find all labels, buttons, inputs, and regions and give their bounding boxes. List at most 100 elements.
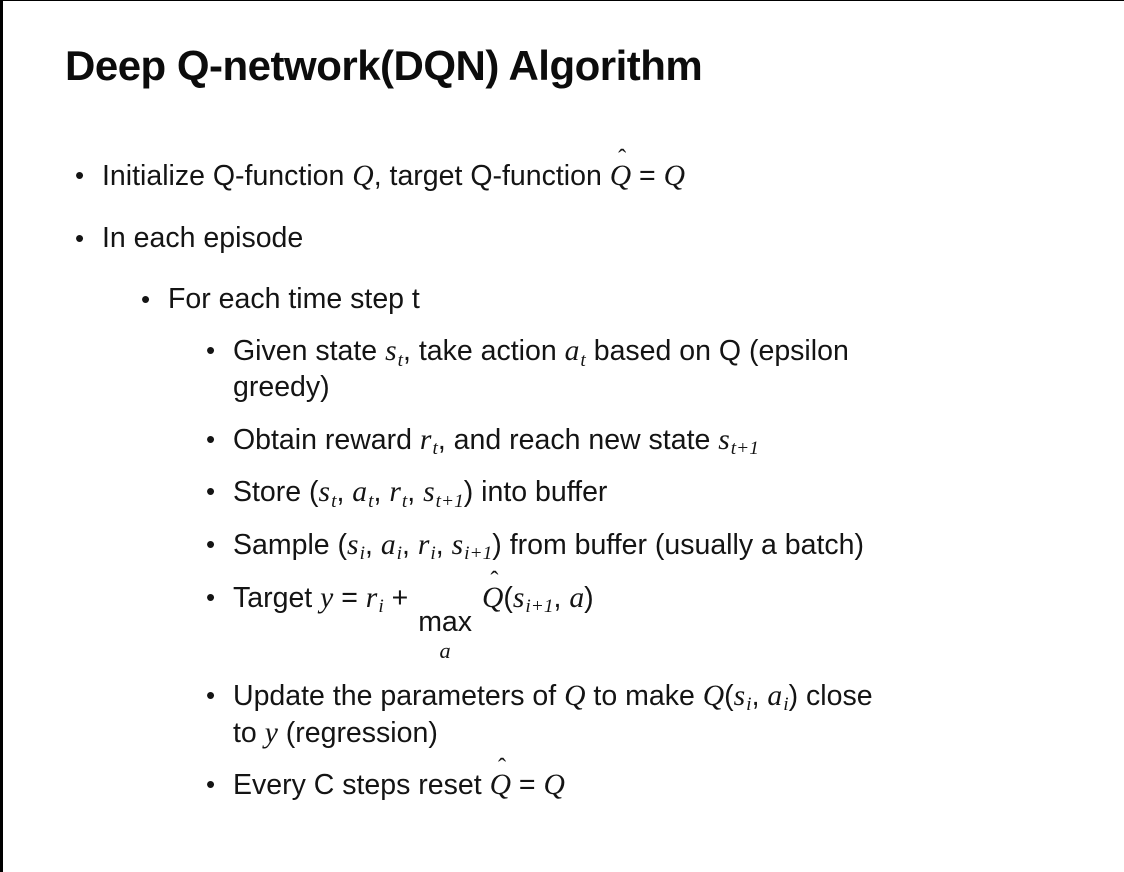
- math-symbol: Q: [481, 581, 504, 614]
- hat-accent: ˆ: [497, 754, 507, 782]
- math-subscript: t: [432, 437, 438, 459]
- math-subscript: t: [368, 490, 374, 512]
- bullet-content: Update the parameters of Q to make Q(si,…: [233, 678, 1110, 752]
- math-symbol: a: [767, 679, 783, 712]
- text-run: Update the parameters of: [233, 679, 565, 712]
- text-run: Initialize Q-function: [102, 160, 353, 192]
- text-run: ): [584, 581, 594, 614]
- math-symbol: r: [419, 423, 432, 456]
- bullet-content: Sample (si, ai, ri, si+1) from buffer (u…: [233, 527, 1110, 564]
- text-run: , and reach new state: [437, 423, 719, 456]
- bullet-content: Given state st, take action at based on …: [233, 333, 1110, 405]
- text-run: to make: [585, 679, 703, 712]
- text-run: Every C steps reset: [233, 769, 490, 802]
- text-run: ) into buffer: [463, 476, 608, 509]
- math-symbol: s: [451, 529, 464, 562]
- bullet-marker-icon: •: [206, 581, 216, 612]
- math-symbol: Q: [702, 679, 725, 712]
- text-run: Store (: [233, 476, 319, 509]
- max-operator-base: max: [418, 606, 473, 639]
- bullet-line: Update the parameters of Q to make Q(si,…: [233, 678, 1110, 715]
- text-run: ,: [402, 529, 418, 562]
- bullet-marker-icon: •: [75, 160, 85, 190]
- bullet-line: For each time step t: [168, 282, 1110, 317]
- math-symbol: y: [264, 716, 278, 749]
- bullet-marker-icon: •: [206, 679, 216, 710]
- text-run: , take action: [403, 335, 565, 368]
- text-run: (: [724, 679, 734, 712]
- math-symbol: s: [385, 335, 397, 368]
- text-run: Given state: [233, 335, 386, 368]
- bullet-marker-icon: •: [206, 335, 216, 366]
- hat-accent: ˆ: [618, 144, 627, 172]
- math-subscript: i: [746, 694, 752, 716]
- text-run: =: [511, 769, 544, 802]
- math-subscript: t: [580, 349, 586, 371]
- text-run: Sample (: [233, 529, 348, 562]
- math-subscript: i+1: [525, 596, 554, 618]
- math-symbol: s: [347, 529, 359, 562]
- bullet-line: Initialize Q-function Q, target Q-functi…: [102, 146, 1110, 195]
- bullet-item: • For each time step t: [3, 282, 1110, 317]
- math-subscript: i+1: [464, 543, 493, 565]
- math-symbol: Q: [663, 160, 686, 192]
- bullet-content: Obtain reward rt, and reach new state st…: [233, 422, 1110, 459]
- text-run: (: [503, 581, 513, 614]
- math-symbol: r: [417, 529, 430, 562]
- text-run: ) close: [788, 679, 873, 712]
- math-symbol: a: [569, 581, 585, 614]
- bullet-content: Initialize Q-function Q, target Q-functi…: [102, 146, 1110, 195]
- text-run: greedy): [233, 371, 330, 404]
- math-subscript: i: [783, 694, 789, 716]
- math-subscript: t+1: [435, 490, 464, 512]
- text-run: to: [233, 716, 265, 749]
- bullet-item: •Obtain reward rt, and reach new state s…: [3, 422, 1110, 459]
- text-run: Target: [233, 581, 321, 614]
- math-subscript: t: [331, 490, 337, 512]
- bullet-line: greedy): [233, 370, 1110, 405]
- math-symbol: s: [718, 423, 730, 456]
- math-symbol: s: [733, 679, 746, 712]
- math-subscript: t: [401, 490, 408, 512]
- bullet-marker-icon: •: [206, 476, 216, 507]
- bullet-item: • Store (st, at, rt, st+1) into buffer: [3, 474, 1110, 511]
- math-symbol: a: [352, 476, 368, 509]
- text-run: [474, 582, 482, 614]
- bullet-marker-icon: •: [141, 284, 151, 315]
- bullet-line: Obtain reward rt, and reach new state st…: [233, 422, 1110, 459]
- math-subscript: t+1: [730, 437, 759, 459]
- bullet-marker-icon: •: [206, 769, 216, 800]
- slide-title: Deep Q-network(DQN) Algorithm: [65, 42, 703, 89]
- bullet-item: •In each episode: [3, 221, 1110, 256]
- text-run: , target Q-function: [373, 160, 610, 192]
- math-symbol: Q: [352, 160, 374, 192]
- bullet-line: Sample (si, ai, ri, si+1) from buffer (u…: [233, 527, 1110, 564]
- text-run: ,: [336, 476, 353, 509]
- bullet-item: •Given state st, take action at based on…: [3, 333, 1110, 405]
- bullet-list: •Initialize Q-function Q, target Q-funct…: [3, 146, 1110, 820]
- math-subscript: i: [430, 543, 436, 565]
- text-run: =: [333, 581, 366, 614]
- bullet-line: to y (regression): [233, 715, 1110, 752]
- math-symbol: s: [318, 476, 331, 509]
- text-run: ) from buffer (usually a batch): [492, 529, 864, 562]
- bullet-marker-icon: •: [206, 423, 216, 454]
- text-run: ,: [751, 679, 768, 712]
- math-symbol: s: [423, 476, 435, 509]
- bullet-content: Store (st, at, rt, st+1) into buffer: [233, 474, 1110, 511]
- bullet-item: •Sample (si, ai, ri, si+1) from buffer (…: [3, 527, 1110, 564]
- text-run: In each episode: [102, 221, 304, 254]
- bullet-item: •Initialize Q-function Q, target Q-funct…: [3, 146, 1110, 195]
- math-symbol: a: [564, 335, 580, 368]
- math-subscript: t: [397, 349, 403, 371]
- text-run: (regression): [277, 716, 438, 749]
- math-symbol: Q: [543, 769, 565, 802]
- text-run: +: [383, 581, 417, 614]
